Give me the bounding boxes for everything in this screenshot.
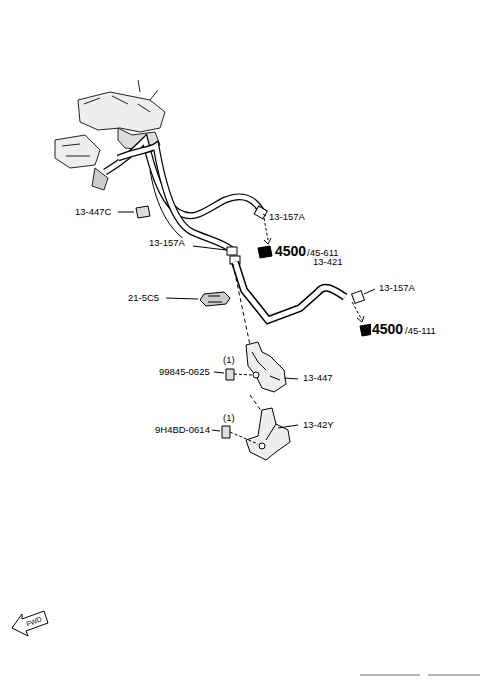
fuel-pipe xyxy=(235,262,345,320)
part-number: 13-157A xyxy=(148,238,186,248)
reference-number: 4500 xyxy=(274,244,307,258)
part-number: 13-447C xyxy=(74,207,112,217)
bolt xyxy=(214,369,252,380)
part-number: 13-447 xyxy=(302,373,334,383)
part-number: 21-5C5 xyxy=(127,293,160,303)
leader-lines xyxy=(118,212,375,428)
part-number: 13-157A xyxy=(268,212,306,222)
clip-part xyxy=(200,292,230,306)
clip xyxy=(136,206,150,218)
part-number: 13-42Y xyxy=(302,420,335,430)
part-number: 13-421 xyxy=(312,257,344,267)
bolt xyxy=(212,426,258,444)
bracket xyxy=(246,342,286,392)
part-number: 99845-0625 xyxy=(158,367,211,377)
part-number: (1) xyxy=(222,355,236,365)
reference-icons xyxy=(258,246,374,336)
part-number: 9H4BD-0614 xyxy=(154,425,211,435)
engine-fragment xyxy=(55,80,165,190)
part-number: 13-157A xyxy=(378,283,416,293)
reference-number: 4500 xyxy=(371,322,404,336)
part-number: (1) xyxy=(222,413,236,423)
bracket xyxy=(246,408,290,460)
part-number: /45-111 xyxy=(404,326,437,336)
fwd-arrow xyxy=(12,611,48,636)
fuel-hoses xyxy=(105,140,262,250)
